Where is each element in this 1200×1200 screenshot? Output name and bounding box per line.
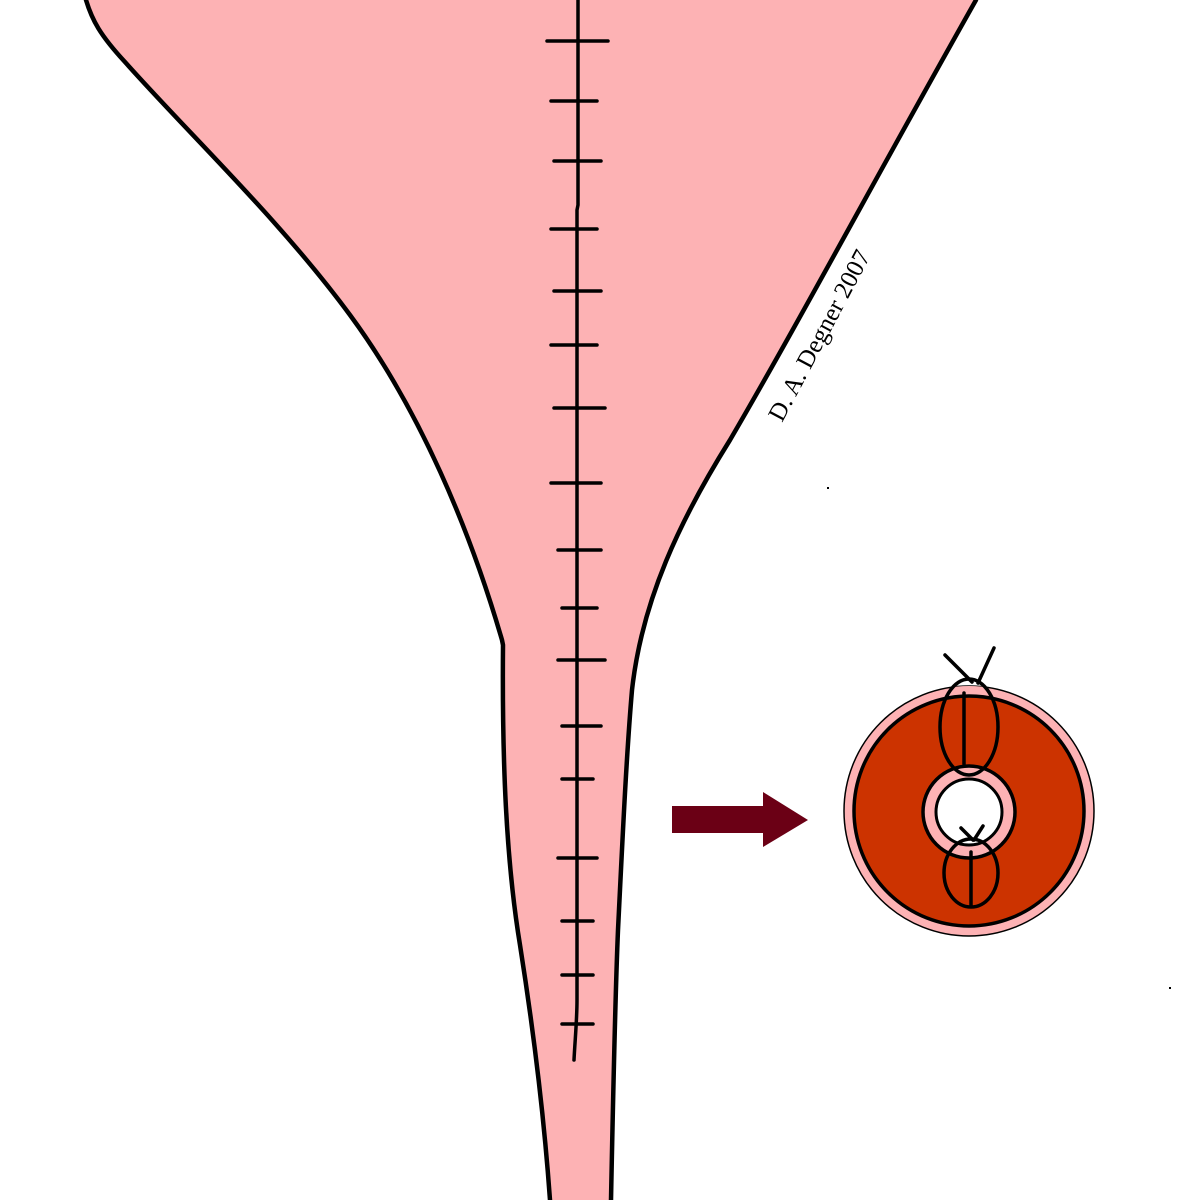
lower-suture xyxy=(942,824,1000,909)
incision-line xyxy=(572,0,580,1062)
lower-knot-left xyxy=(959,826,975,842)
arrow-right-icon xyxy=(672,792,808,847)
upper-knot-right xyxy=(976,646,996,685)
stray-dot xyxy=(827,487,829,489)
funnel-right-edge xyxy=(608,0,979,1200)
funnel-shape xyxy=(86,0,976,1200)
upper-suture xyxy=(938,646,1000,777)
funnel-left-edge xyxy=(83,0,553,1200)
cross-section xyxy=(843,646,1095,937)
upper-knot-left xyxy=(943,653,974,684)
lower-knot-right xyxy=(972,824,985,842)
suture-line xyxy=(545,0,610,1062)
stray-dot xyxy=(1169,987,1171,989)
funnel-tissue xyxy=(83,0,979,1200)
suture-stitches xyxy=(545,39,610,1026)
